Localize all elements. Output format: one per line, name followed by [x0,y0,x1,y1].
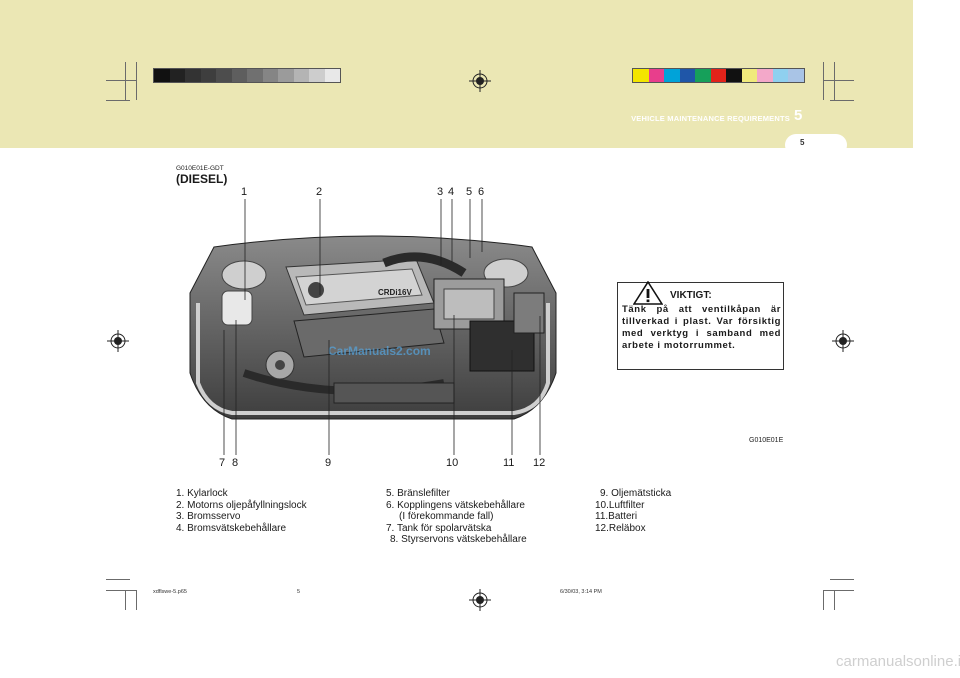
crop-mark [106,590,137,591]
legend-column-1: 1. Kylarlock 2. Motorns oljepåfyllningsl… [176,488,307,534]
calibration-swatch [633,69,649,82]
registration-mark-icon [107,330,129,352]
legend-item: 5. Bränslefilter [386,488,450,499]
crop-mark [125,590,126,610]
callout-5: 5 [466,186,473,198]
crop-mark [830,100,854,101]
chapter-number: 5 [794,107,803,124]
calibration-swatch [154,69,170,82]
warning-box: VIKTIGT: Tänk på att ventilkåpan är till… [617,281,784,370]
crop-mark [830,579,854,580]
calibration-swatch [293,69,309,82]
calibration-swatch [169,69,185,82]
legend-item: (I förekommande fall) [399,511,494,522]
legend-item: 10.Luftfilter [595,499,645,511]
callout-3: 3 [437,186,444,198]
footer-page: 5 [297,589,301,595]
calibration-swatch [185,69,201,82]
page-tab [785,134,847,156]
color-calibration-bar [632,68,805,83]
crop-mark [823,62,824,100]
callout-4: 4 [448,186,455,198]
calibration-swatch [324,69,340,82]
footer-filename: xdflswe-5.p65 [153,589,187,595]
callout-10: 10 [446,457,459,469]
crop-mark [834,62,835,100]
legend-item: 1. Kylarlock [176,488,228,499]
crop-mark [834,590,835,610]
callout-2: 2 [316,186,323,198]
footer-date: 6/30/03, 3:14 PM [560,589,602,595]
calibration-swatch [278,69,294,82]
legend-item: 3. Bromsservo [176,511,241,522]
engine-watermark: CarManuals2.com [328,344,431,358]
calibration-swatch [200,69,216,82]
calibration-swatch [679,69,695,82]
crop-mark [823,590,854,591]
registration-mark-icon [469,70,491,92]
crop-mark [106,80,137,81]
gray-calibration-bar [153,68,341,83]
calibration-swatch [772,69,788,82]
calibration-swatch [710,69,726,82]
crop-mark [823,590,824,610]
callout-9: 9 [325,457,332,469]
calibration-swatch [262,69,278,82]
legend-item: 9. Oljemätsticka [600,488,672,499]
legend-column-3: 9. Oljemätsticka 10.Luftfilter 11.Batter… [595,488,671,534]
calibration-swatch [309,69,325,82]
legend-item: 12.Reläbox [595,522,646,534]
calibration-swatch [741,69,757,82]
crop-mark [125,62,126,100]
calibration-swatch [231,69,247,82]
calibration-swatch [216,69,232,82]
callout-6: 6 [478,186,485,198]
calibration-swatch [648,69,664,82]
crop-mark [136,590,137,610]
crop-mark [823,80,854,81]
legend-item: 6. Kopplingens vätskebehållare [386,499,525,511]
warning-title: VIKTIGT: [670,290,712,301]
crop-mark [136,62,137,100]
callout-11: 11 [503,457,515,469]
warning-triangle-icon [633,281,663,305]
engine-bay-illustration: CRDi16V [189,235,557,420]
calibration-swatch [788,69,804,82]
callout-7: 7 [219,457,226,469]
legend-item: 11.Batteri [595,511,638,522]
section-heading: (DIESEL) [176,172,228,186]
figure-code: G010E01E [749,437,784,444]
registration-mark-icon [469,589,491,611]
calibration-swatch [726,69,742,82]
callout-1: 1 [241,186,248,198]
callout-12: 12 [533,457,546,469]
legend-item: 2. Motorns oljepåfyllningslock [176,499,307,511]
page-tab-number: 5 [800,138,805,147]
registration-mark-icon [832,330,854,352]
site-watermark: carmanualsonline.info [836,653,960,670]
crop-mark [106,579,130,580]
chapter-title: VEHICLE MAINTENANCE REQUIREMENTS [631,114,790,123]
legend-item: 8. Styrservons vätskebehållare [390,534,527,545]
legend-item: 7. Tank för spolarvätska [386,522,492,534]
calibration-swatch [247,69,263,82]
legend-column-2: 5. Bränslefilter 6. Kopplingens vätskebe… [386,488,527,546]
calibration-swatch [664,69,680,82]
calibration-swatch [757,69,773,82]
section-code: G010E01E-GDT [176,165,224,172]
crop-mark [106,100,130,101]
callout-8: 8 [232,457,239,469]
legend-item: 4. Bromsvätskebehållare [176,522,287,534]
calibration-swatch [695,69,711,82]
engine-cover-label: CRDi16V [378,288,412,297]
warning-text: Tänk på att ventilkåpan är tillverkad i … [622,304,781,351]
